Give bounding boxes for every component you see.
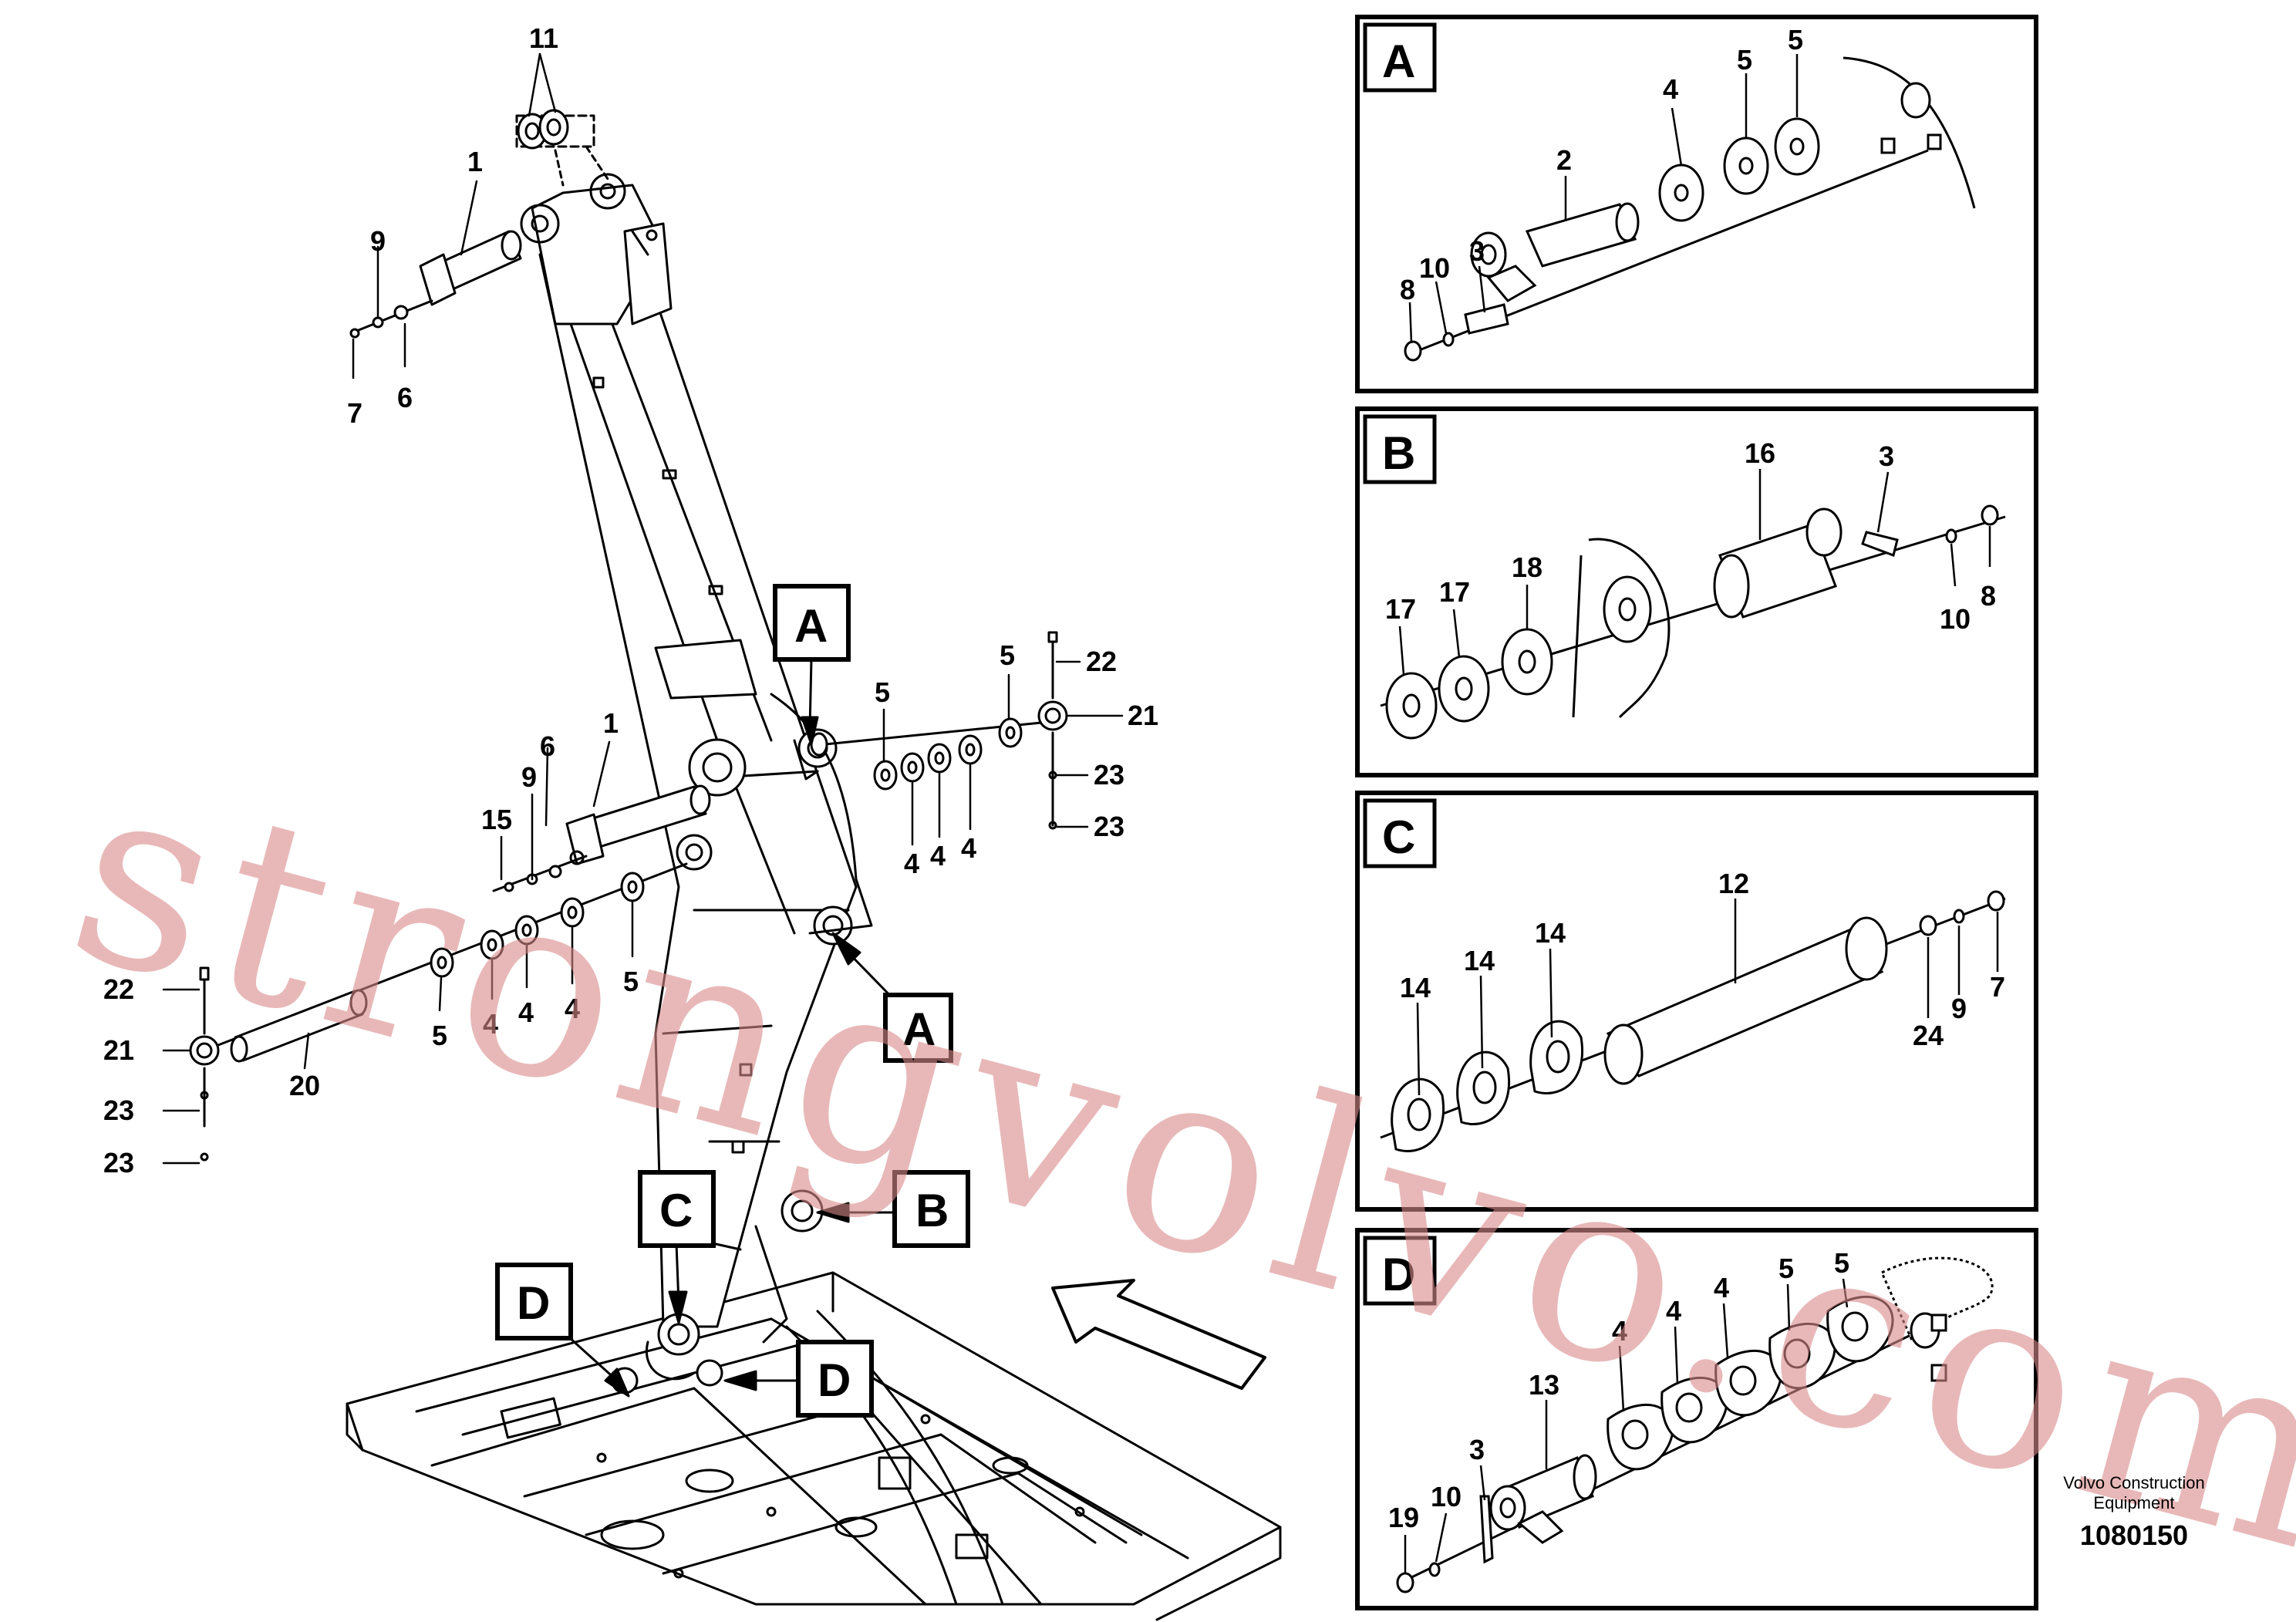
detail-c-label-24: 24 bbox=[1913, 1020, 1944, 1051]
callout-22-left: 22 bbox=[103, 973, 134, 1005]
detail-b-letter: B bbox=[1382, 427, 1415, 479]
detail-b-label-8: 8 bbox=[1981, 580, 1996, 612]
callout-9-mid: 9 bbox=[521, 761, 537, 793]
detail-a-label-5a: 5 bbox=[1737, 44, 1752, 76]
callout-5-left-b: 5 bbox=[623, 966, 639, 997]
detail-c-label-9: 9 bbox=[1951, 993, 1967, 1024]
diagram-code: 1080150 bbox=[2079, 1519, 2189, 1551]
main-callout-labels: 11 1 9 7 6 1 6 9 15 22 21 23 23 20 5 4 4… bbox=[103, 22, 1158, 1179]
callout-23-right-a: 23 bbox=[1094, 759, 1124, 791]
view-pointers bbox=[560, 658, 902, 1398]
detail-b-label-10: 10 bbox=[1940, 603, 1971, 635]
callout-4-left-a: 4 bbox=[483, 1008, 498, 1040]
detail-b-label-16: 16 bbox=[1745, 437, 1775, 469]
detail-d-label-5a: 5 bbox=[1778, 1253, 1794, 1284]
view-marker-b: B bbox=[915, 1185, 949, 1236]
callout-1-top: 1 bbox=[467, 146, 483, 177]
detail-panel-c: C 12 14 14 14 24 bbox=[1355, 791, 2038, 1212]
callout-15-mid: 15 bbox=[481, 804, 512, 835]
leader-lines bbox=[162, 52, 1124, 1165]
detail-panel-a: A bbox=[1355, 15, 2038, 393]
footer: Volvo Construction Equipment 1080150 bbox=[2011, 1473, 2257, 1552]
left-pin-group bbox=[189, 862, 688, 1162]
detail-a-letter: A bbox=[1382, 35, 1415, 87]
direction-arrow bbox=[1051, 1279, 1266, 1390]
callout-23-right-b: 23 bbox=[1094, 811, 1124, 842]
detail-b-label-17b: 17 bbox=[1439, 576, 1470, 608]
detail-d-label-10: 10 bbox=[1431, 1481, 1462, 1512]
upper-frame bbox=[346, 1271, 1282, 1621]
view-marker-c: C bbox=[659, 1185, 693, 1236]
callout-21-right: 21 bbox=[1128, 700, 1158, 731]
detail-d-label-4c: 4 bbox=[1714, 1272, 1729, 1303]
callout-4-right-a: 4 bbox=[904, 848, 919, 879]
callout-5-right-b: 5 bbox=[1000, 639, 1015, 671]
detail-b-label-3: 3 bbox=[1879, 440, 1894, 472]
detail-d-label-19: 19 bbox=[1388, 1502, 1419, 1533]
detail-d-label-4a: 4 bbox=[1612, 1315, 1627, 1347]
detail-panel-d: D bbox=[1355, 1228, 2038, 1610]
view-marker-d-right: D bbox=[818, 1354, 851, 1406]
callout-6-mid: 6 bbox=[540, 730, 555, 762]
callout-22-right: 22 bbox=[1086, 646, 1117, 677]
detail-a-label-8: 8 bbox=[1400, 274, 1415, 305]
detail-c-label-12: 12 bbox=[1718, 868, 1749, 899]
callout-4-right-b: 4 bbox=[930, 840, 946, 872]
view-marker-d-left: D bbox=[517, 1277, 550, 1329]
detail-c-label-14b: 14 bbox=[1464, 945, 1495, 976]
brand-line-2: Equipment bbox=[2093, 1493, 2175, 1512]
callout-5-right-a: 5 bbox=[875, 676, 890, 708]
top-pin-group bbox=[349, 109, 611, 339]
detail-b-label-17a: 17 bbox=[1385, 593, 1416, 625]
detail-d-letter: D bbox=[1382, 1249, 1415, 1300]
callout-11: 11 bbox=[529, 22, 558, 54]
detail-c-label-7: 7 bbox=[1990, 971, 2005, 1003]
mid-pin-group bbox=[492, 784, 711, 892]
callout-4-right-c: 4 bbox=[961, 832, 976, 864]
view-marker-a-top: A bbox=[794, 600, 828, 652]
detail-c-letter: C bbox=[1382, 811, 1415, 863]
detail-panel-b: B 16 bbox=[1355, 406, 2038, 777]
detail-b-label-18: 18 bbox=[1512, 551, 1542, 583]
callout-9-top: 9 bbox=[370, 225, 386, 257]
detail-d-label-13: 13 bbox=[1529, 1369, 1559, 1401]
callout-1-mid: 1 bbox=[603, 707, 619, 739]
callout-23-left-b: 23 bbox=[103, 1147, 134, 1179]
brand-line-1: Volvo Construction bbox=[2063, 1473, 2205, 1492]
detail-a-label-10: 10 bbox=[1419, 252, 1450, 284]
callout-4-left-b: 4 bbox=[518, 996, 534, 1028]
callout-23-left-a: 23 bbox=[103, 1094, 134, 1126]
boom-bosses bbox=[611, 693, 873, 1394]
detail-c-label-14a: 14 bbox=[1400, 972, 1431, 1003]
detail-c-label-14c: 14 bbox=[1535, 917, 1566, 949]
callout-7-top: 7 bbox=[347, 397, 362, 429]
callout-5-left-a: 5 bbox=[432, 1020, 447, 1051]
detail-a-label-4: 4 bbox=[1663, 73, 1678, 105]
right-pin-group bbox=[793, 631, 1068, 830]
detail-d-label-4b: 4 bbox=[1666, 1295, 1681, 1327]
callout-6-top: 6 bbox=[397, 382, 413, 413]
detail-d-label-3: 3 bbox=[1469, 1434, 1485, 1465]
callout-4-left-c: 4 bbox=[565, 993, 580, 1024]
callout-20-left: 20 bbox=[289, 1070, 320, 1101]
callout-21-left: 21 bbox=[103, 1034, 134, 1066]
main-assembly-view bbox=[162, 52, 1282, 1621]
detail-a-label-2: 2 bbox=[1556, 144, 1572, 176]
detail-a-label-5b: 5 bbox=[1788, 24, 1803, 56]
view-marker-boxes: A A B C D D bbox=[495, 584, 970, 1418]
view-marker-a-bottom: A bbox=[902, 1003, 936, 1055]
detail-d-label-5b: 5 bbox=[1834, 1247, 1849, 1279]
detail-a-label-3: 3 bbox=[1469, 235, 1485, 267]
